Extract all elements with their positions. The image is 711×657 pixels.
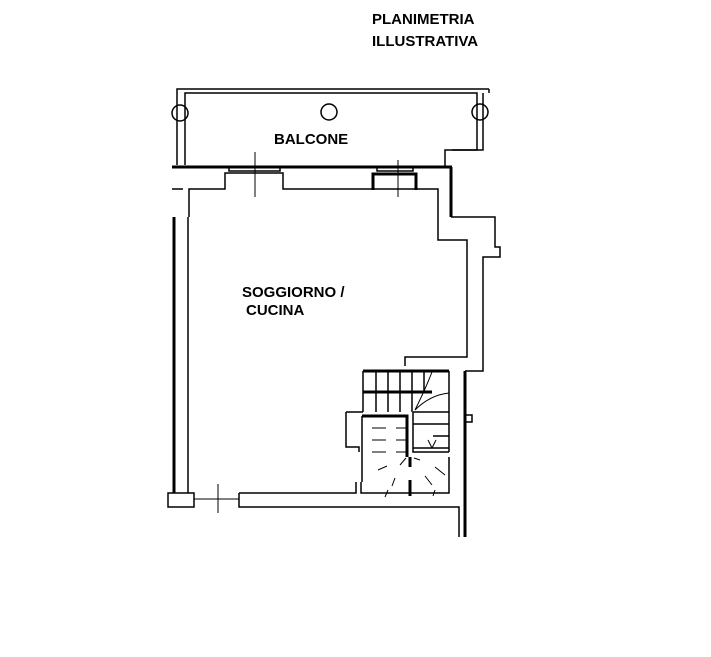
living-room: SOGGIORNO / CUCINA: [242, 284, 345, 319]
staircase: [345, 369, 450, 498]
column-right: [471, 103, 489, 121]
column-center: [320, 103, 338, 121]
column-left: [171, 104, 189, 122]
plan-title-line2: ILLUSTRATIVA: [372, 33, 478, 50]
plan-title-line1: PLANIMETRIA: [372, 11, 475, 28]
walls: [167, 152, 501, 537]
balcony: BALCONE: [171, 88, 490, 166]
room-label-living-line1: SOGGIORNO /: [242, 284, 345, 301]
pillar: [167, 492, 195, 508]
room-label-balcony: BALCONE: [274, 131, 348, 148]
room-label-living-line2: CUCINA: [246, 302, 304, 319]
